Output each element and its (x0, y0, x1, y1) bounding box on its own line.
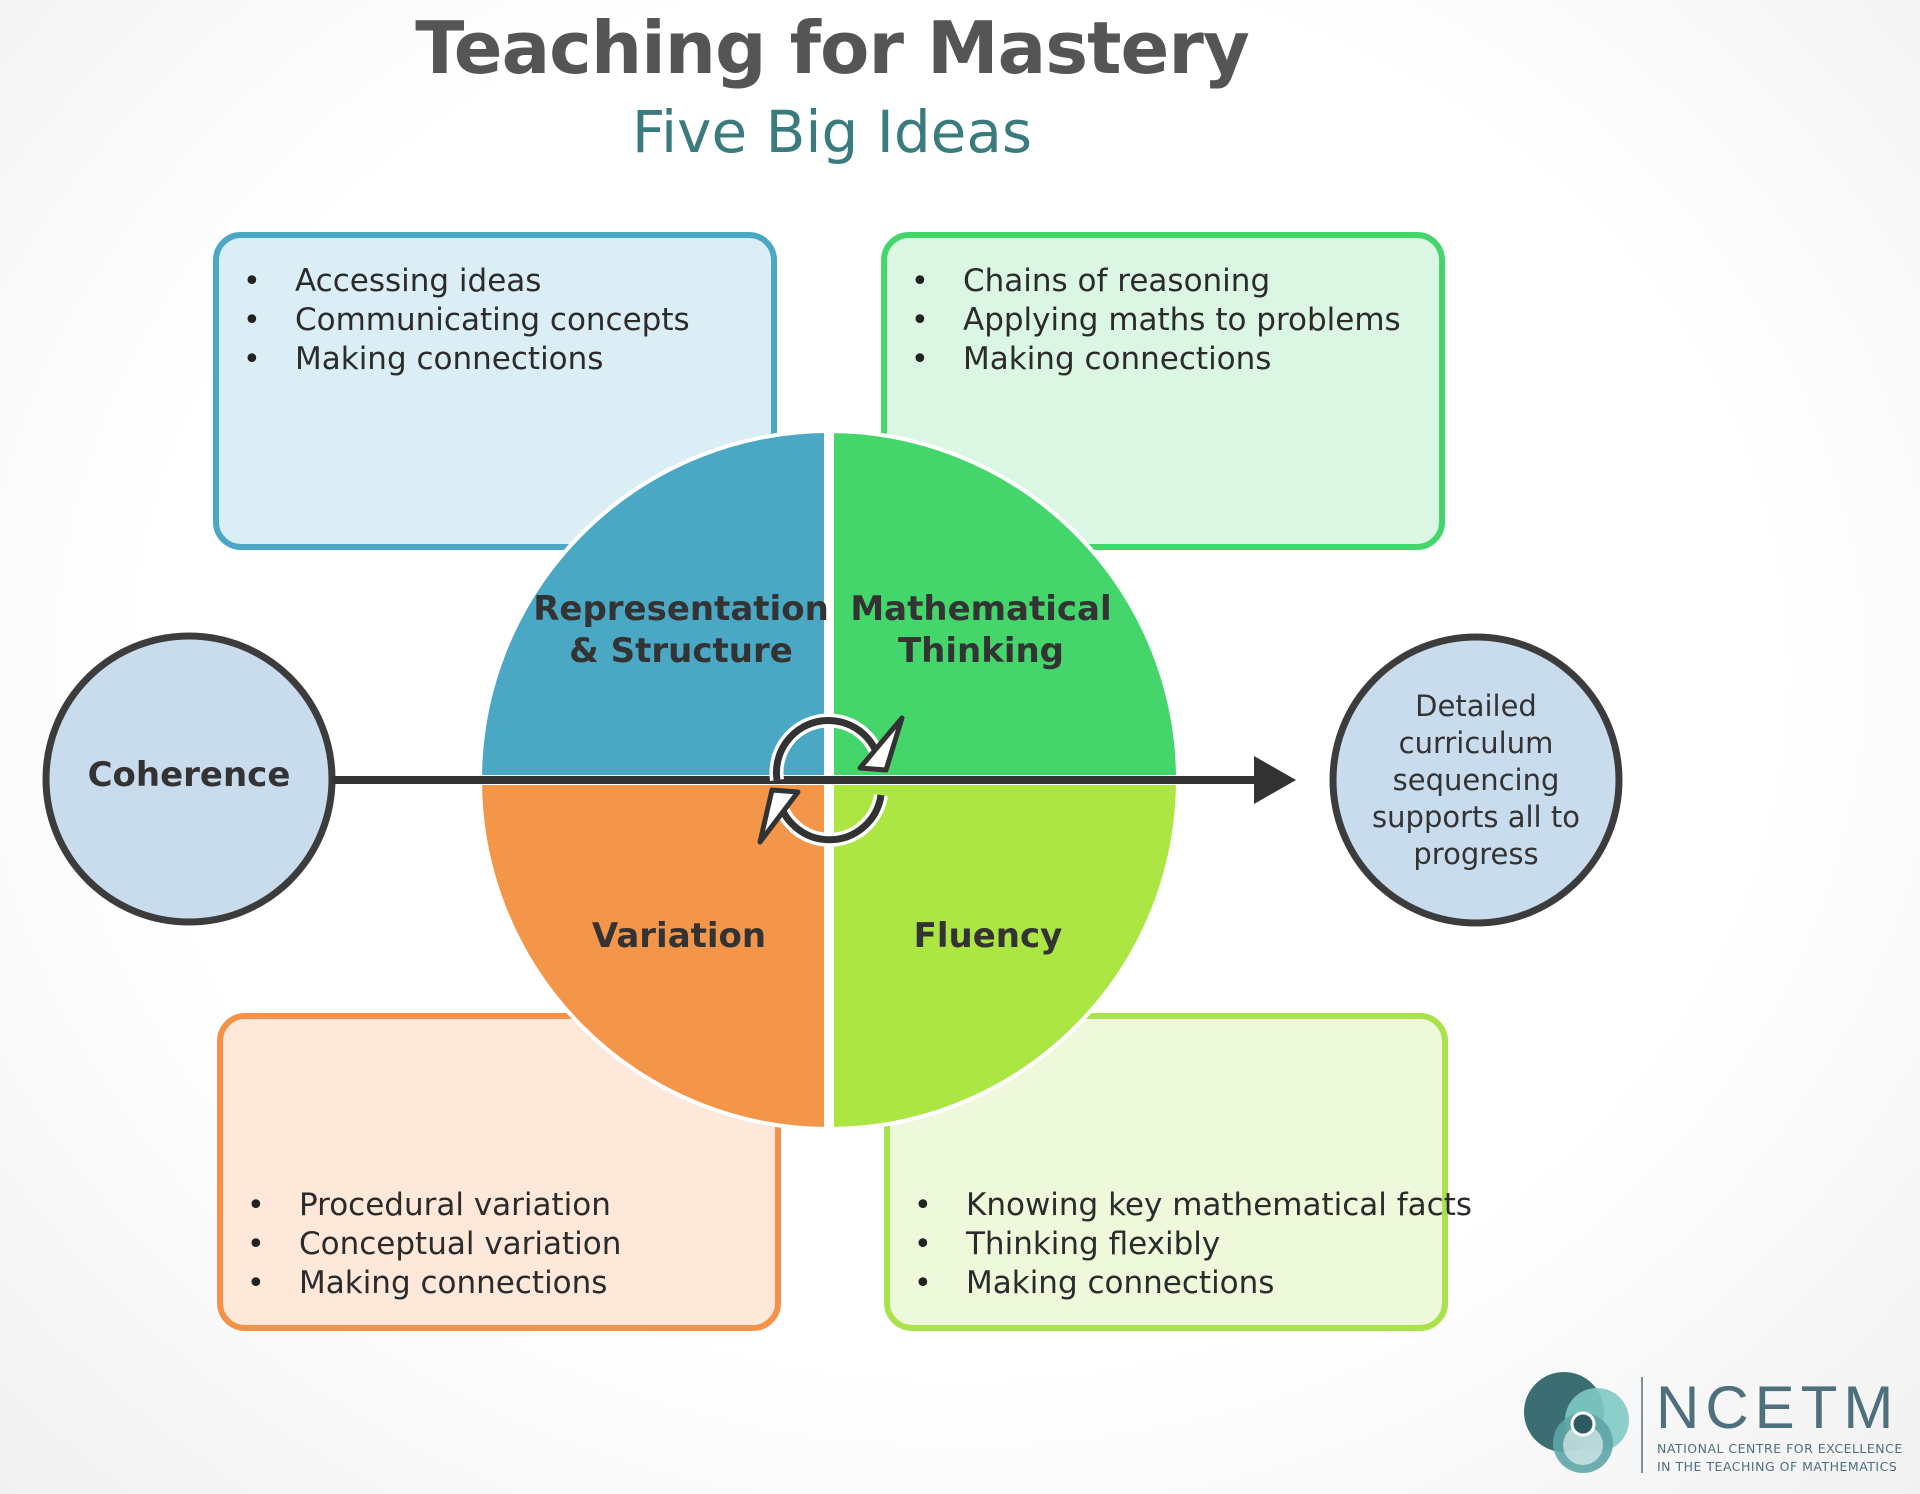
variation-quadrant (480, 780, 829, 1129)
list-item: Making connections (890, 1264, 1472, 1303)
ncetm-logo-line1: NATIONAL CENTRE FOR EXCELLENCE (1657, 1441, 1903, 1456)
ncetm-logo-icon (1524, 1372, 1629, 1473)
ncetm-logo-name: NCETM (1656, 1374, 1900, 1441)
variation-label: Variation (592, 916, 766, 956)
logo-divider (1641, 1377, 1643, 1473)
list-item: Accessing ideas (219, 262, 690, 301)
list-item: Knowing key mathematical facts (890, 1186, 1472, 1225)
outcome-label: Detailed curriculum sequencing supports … (1372, 689, 1580, 871)
ncetm-logo-line2: IN THE TEACHING OF MATHEMATICS (1657, 1459, 1898, 1474)
page-subtitle: Five Big Ideas (631, 98, 1033, 166)
list-item: Communicating concepts (219, 301, 690, 340)
cycle-arrows-icon (757, 713, 905, 847)
representation-quadrant (480, 431, 829, 780)
list-item: Making connections (223, 1264, 621, 1303)
representation-points-list: Accessing ideas Communicating concepts M… (219, 262, 690, 379)
mathematical-thinking-label: Mathematical (850, 589, 1111, 629)
variation-points-list: Procedural variation Conceptual variatio… (223, 1186, 621, 1303)
list-item: Making connections (219, 340, 690, 379)
progression-arrow-head (1254, 756, 1296, 804)
fluency-label: Fluency (914, 916, 1063, 956)
list-item: Making connections (887, 340, 1401, 379)
page-title: Teaching for Mastery (415, 6, 1250, 90)
representation-label-line2: & Structure (569, 631, 793, 671)
list-item: Procedural variation (223, 1186, 621, 1225)
fluency-quadrant (829, 780, 1178, 1129)
mathematical-thinking-points-list: Chains of reasoning Applying maths to pr… (887, 262, 1401, 379)
list-item: Thinking flexibly (890, 1225, 1472, 1264)
fluency-points-list: Knowing key mathematical facts Thinking … (890, 1186, 1472, 1303)
list-item: Applying maths to problems (887, 301, 1401, 340)
representation-label: Representation (533, 589, 829, 629)
list-item: Conceptual variation (223, 1225, 621, 1264)
mathematical-thinking-quadrant (829, 431, 1178, 780)
mathematical-thinking-label-line2: Thinking (898, 631, 1064, 671)
coherence-label: Coherence (87, 755, 291, 795)
outcome-circle (1329, 633, 1623, 927)
list-item: Chains of reasoning (887, 262, 1401, 301)
